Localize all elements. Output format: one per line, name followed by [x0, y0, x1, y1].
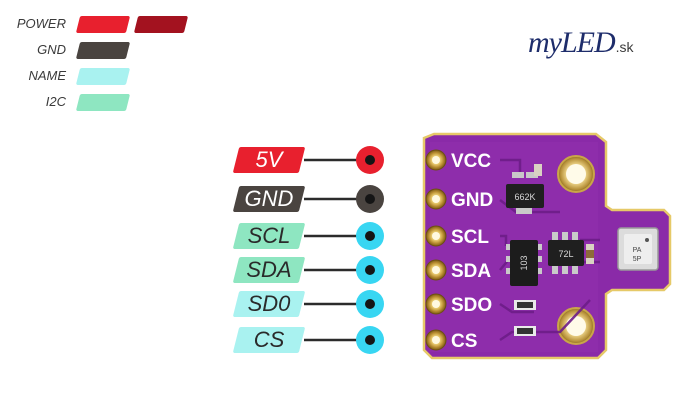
sensor-vent [645, 238, 649, 242]
sensor-mark: 5P [633, 256, 642, 263]
logo-suffix: .sk [615, 39, 634, 55]
pin-label-scl: SCL [247, 223, 291, 248]
board-pad-hole-5v [432, 156, 440, 164]
pin-dot-center-cs [365, 335, 375, 345]
sensor-mark: PA [633, 247, 642, 254]
mounting-hole-center [566, 164, 586, 184]
pin-dot-center-sda [365, 265, 375, 275]
pin-dot-center-gnd [365, 194, 375, 204]
board-pad-hole-sd0 [432, 300, 440, 308]
legend-row-gnd: GND [0, 40, 200, 60]
bme-sensor: PA 5P [617, 227, 659, 271]
legend-label: NAME [28, 68, 66, 83]
legend-label: POWER [16, 16, 66, 31]
legend-label: GND [37, 42, 66, 57]
regulator-chip: 662K [506, 172, 544, 214]
logo-main: myLED [528, 26, 616, 59]
level-shifter-chip: 72L [548, 232, 584, 274]
board-silkscreen-scl: SCL [451, 227, 489, 248]
level-shifter-chip-label: 72L [558, 249, 573, 259]
board-silkscreen-vcc: VCC [451, 151, 491, 172]
board-pad-hole-sda [432, 266, 440, 274]
pin-dot-center-scl [365, 231, 375, 241]
pin-label-5v: 5V [255, 147, 283, 172]
legend-row-name: NAME [0, 66, 200, 86]
pcb-outline [422, 132, 672, 360]
board-pad-hole-scl [432, 232, 440, 240]
legend-row-i2c: I2C [0, 92, 200, 112]
board-silkscreen-cs: CS [451, 331, 477, 352]
legend-label: I2C [45, 94, 66, 109]
brand-logo: myLED.sk [528, 26, 634, 60]
pin-dot-center-sd0 [365, 299, 375, 309]
pin-label-cs: CS [253, 327, 285, 352]
board-silkscreen-sda: SDA [451, 261, 491, 282]
board-pad-hole-gnd [432, 195, 440, 203]
legend-row-power: POWER [0, 14, 200, 34]
board-silkscreen-sdo: SDO [451, 295, 492, 316]
board-silkscreen-gnd: GND [451, 190, 493, 211]
pin-label-gnd: GND [244, 186, 294, 211]
resistor-network-label: 103 [519, 255, 529, 270]
board-pad-hole-cs [432, 336, 440, 344]
mounting-hole-center [566, 316, 586, 336]
resistor-network: 103 [506, 240, 542, 286]
regulator-chip-label: 662K [514, 192, 535, 202]
smd-components [514, 164, 594, 336]
pin-label-sda: SDA [246, 257, 292, 282]
pin-label-sd0: SD0 [247, 291, 291, 316]
pin-layer: VCC GND SCL SDA SDO CS [304, 146, 493, 354]
pin-dot-center-5v [365, 155, 375, 165]
